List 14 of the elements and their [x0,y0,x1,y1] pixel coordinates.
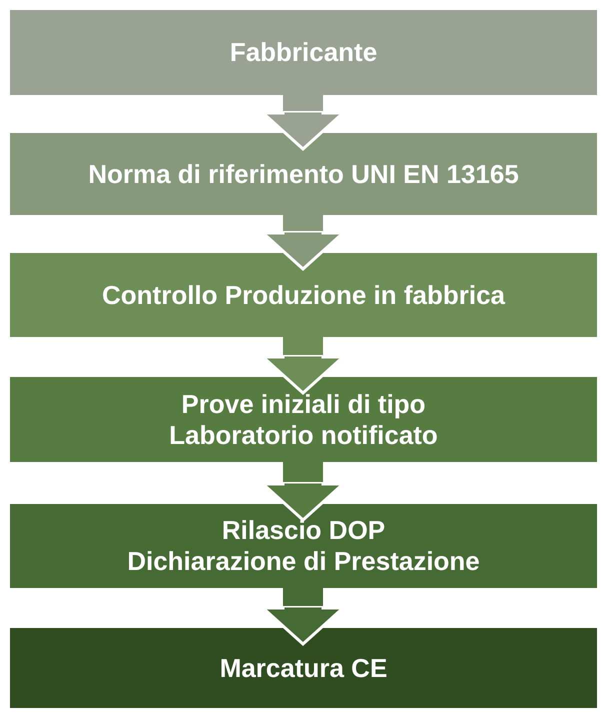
box-label: Dichiarazione di Prestazione [127,546,480,577]
box-label: Laboratorio notificato [169,420,438,450]
process-box [10,628,597,708]
box-label: Controllo Produzione in fabbrica [102,280,505,310]
process-box [10,133,597,215]
box-label: Fabbricante [230,37,378,68]
process-box [10,10,597,95]
process-box [10,253,597,337]
box-label: Marcatura CE [220,652,388,684]
process-box [10,504,597,588]
box-label: Norma di riferimento UNI EN 13165 [88,158,519,190]
process-box [10,377,597,462]
box-label: Rilascio DOP [222,515,386,546]
box-label: Prove iniziali di tipo [181,388,426,420]
